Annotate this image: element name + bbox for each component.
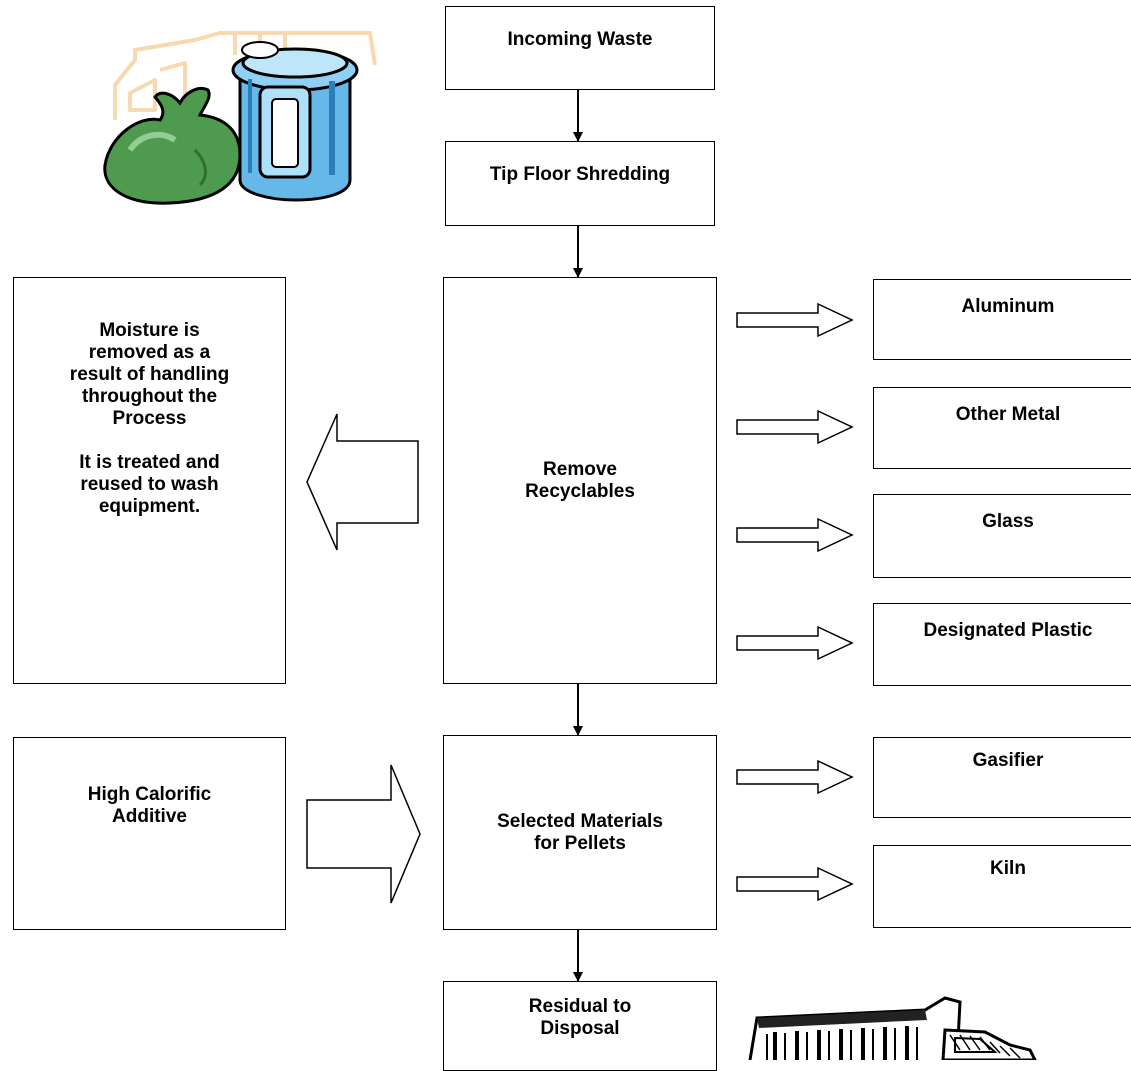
box-aluminum: Aluminum (873, 279, 1131, 360)
arrow-to-aluminum (736, 302, 854, 338)
arrow-to-gasifier (736, 759, 854, 795)
glass-label: Glass (982, 511, 1034, 532)
box-designated-plastic: Designated Plastic (873, 603, 1131, 686)
box-gasifier: Gasifier (873, 737, 1131, 818)
box-other-metal: Other Metal (873, 387, 1131, 469)
gasifier-label: Gasifier (972, 750, 1044, 771)
moisture-label: Moisture is removed as a result of handl… (69, 320, 230, 517)
box-tip-floor-shredding: Tip Floor Shredding (445, 141, 715, 226)
residual-to-disposal-label: Residual to Disposal (528, 996, 632, 1039)
box-glass: Glass (873, 494, 1131, 578)
arrow-to-kiln (736, 866, 854, 902)
arrow-to-designated-plastic (736, 625, 854, 661)
aluminum-label: Aluminum (961, 296, 1055, 317)
box-kiln: Kiln (873, 845, 1131, 928)
box-remove-recyclables: Remove Recyclables (443, 277, 717, 684)
garbage-truck-bag-and-bin-icon (103, 31, 377, 205)
other-metal-label: Other Metal (955, 404, 1061, 425)
tip-floor-shredding-label: Tip Floor Shredding (489, 164, 671, 185)
box-incoming-waste: Incoming Waste (445, 6, 715, 90)
arrow-to-other-metal (736, 409, 854, 445)
designated-plastic-label: Designated Plastic (923, 620, 1093, 641)
dump-truck-icon (748, 996, 1037, 1060)
box-moisture: Moisture is removed as a result of handl… (13, 277, 286, 684)
arrow-to-glass (736, 517, 854, 553)
high-calorific-label: High Calorific Additive (87, 784, 212, 827)
arrow-to-moisture (306, 413, 419, 551)
remove-recyclables-label: Remove Recyclables (525, 458, 635, 502)
arrow-from-high-calorific (306, 764, 421, 904)
incoming-waste-label: Incoming Waste (507, 29, 653, 50)
box-selected-materials: Selected Materials for Pellets (443, 735, 717, 930)
selected-materials-label: Selected Materials for Pellets (497, 810, 663, 854)
box-residual-to-disposal: Residual to Disposal (443, 981, 717, 1071)
box-high-calorific-additive: High Calorific Additive (13, 737, 286, 930)
kiln-label: Kiln (990, 858, 1026, 879)
